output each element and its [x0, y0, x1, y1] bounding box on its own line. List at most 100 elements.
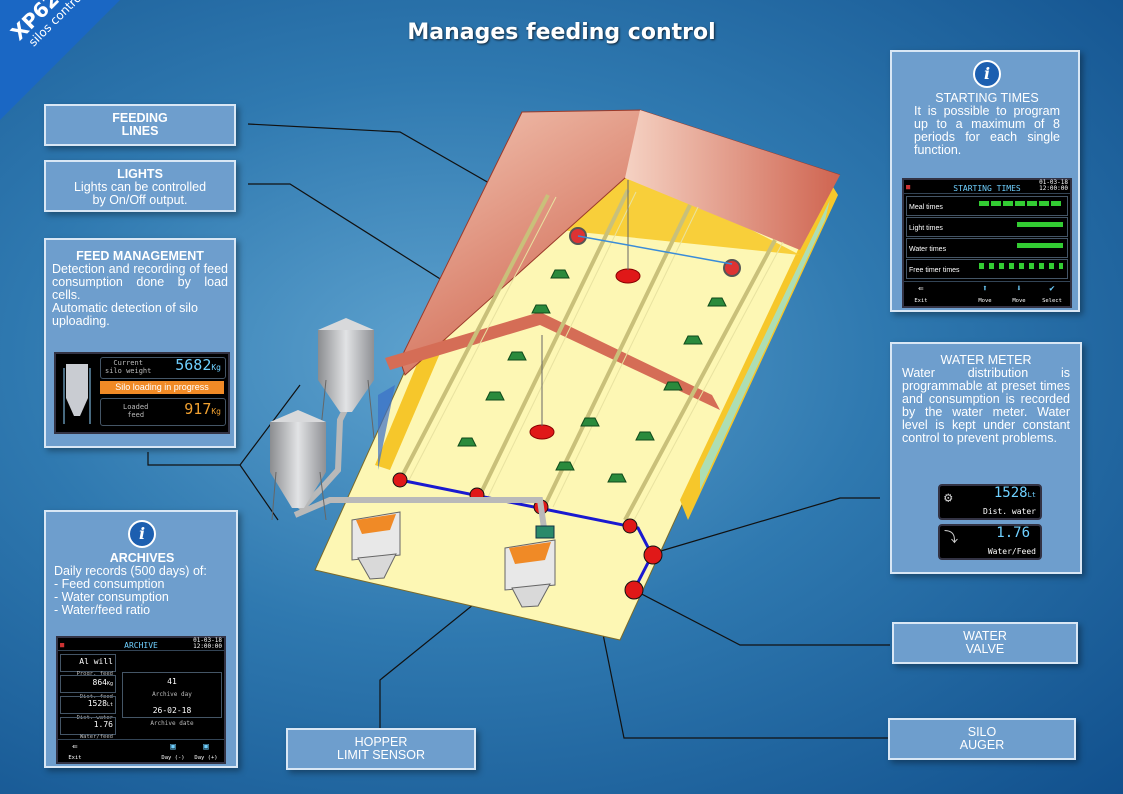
check-icon: ✔	[1049, 284, 1055, 294]
light-times-row[interactable]: Light times	[906, 217, 1068, 237]
starting-times-screen-title: STARTING TIMES	[953, 184, 1021, 193]
archive-water-feed-label: Water/feed	[79, 734, 113, 740]
barn-roof-right	[625, 110, 840, 250]
exit-icon: ⇚	[918, 284, 924, 294]
barn-gable	[540, 178, 800, 255]
water-feed-value: 1.76	[996, 525, 1030, 541]
starting-times-header: ■ STARTING TIMES 01-03-18 12:00:00	[904, 180, 1070, 194]
archive-dist-water-unit: Lt	[106, 702, 113, 708]
starting-times-exit-button[interactable]: ⇚ Exit	[906, 284, 936, 308]
feed-management-title: FEED MANAGEMENT	[76, 249, 204, 263]
barn-window-right	[700, 200, 830, 490]
archive-day-minus-label: Day (-)	[161, 755, 185, 761]
move-down-label: Move	[1012, 298, 1026, 304]
auger-pipe	[293, 497, 548, 536]
winch-cable	[577, 235, 733, 265]
select-button[interactable]: ✔ Select	[1037, 284, 1067, 308]
current-weight-value: 5682	[175, 356, 212, 374]
move-up-button[interactable]: ⬆ Move	[970, 284, 1000, 308]
loaded-feed-value: 917	[184, 400, 212, 418]
feed-management-text: Detection and recording of feed consumpt…	[52, 262, 228, 302]
water-valve-title: WATER	[963, 629, 1007, 643]
archive-day-plus-label: Day (+)	[194, 755, 218, 761]
archive-dist-water-value: 1528	[87, 699, 107, 708]
archive-dist-feed-label: Dist. feed	[79, 694, 113, 700]
silo-weight-screen: Current silo weight 5682Kg Silo loading …	[54, 352, 230, 434]
silo-front	[270, 410, 327, 521]
meal-times-row[interactable]: Meal times	[906, 196, 1068, 216]
archives-intro: Daily records (500 days) of:	[54, 564, 207, 578]
ratio-icon: ⤵	[944, 530, 958, 546]
lamp-cables	[541, 180, 629, 426]
archive-day-minus-button[interactable]: ▣ Day (-)	[158, 742, 188, 761]
water-meter-label: Dist. water	[983, 507, 1036, 516]
info-icon: i	[973, 60, 1001, 88]
feeding-lines-box: FEEDING LINES	[44, 104, 236, 146]
water-feed-screen: ⤵ 1.76 Water/Feed	[938, 524, 1042, 560]
lights-text-2: by On/Off output.	[92, 193, 188, 207]
archive-day-value: 41	[167, 677, 177, 686]
flag-icon: ■	[60, 641, 65, 649]
barn-truss	[385, 312, 720, 410]
hopper-2	[504, 525, 556, 608]
starting-times-button-bar: ⇚ Exit ⬆ Move ⬇ Move ✔ Select	[904, 281, 1070, 306]
starting-times-text: It is possible to program up to a maximu…	[914, 104, 1060, 157]
water-times-row[interactable]: Water times	[906, 238, 1068, 258]
water-points	[392, 472, 663, 600]
water-valve-box: WATER VALVE	[892, 622, 1078, 664]
lights-lamps	[529, 268, 641, 440]
meal-times-label: Meal times	[909, 204, 943, 211]
lights-title: LIGHTS	[117, 167, 163, 181]
light-times-bars	[1017, 222, 1063, 227]
move-down-button[interactable]: ⬇ Move	[1004, 284, 1034, 308]
archives-item-ratio: - Water/feed ratio	[54, 603, 151, 617]
archive-water-feed-value: 1.76	[93, 720, 113, 729]
archive-button-bar: ⇚ Exit ▣ Day (-) ▣ Day (+)	[58, 739, 224, 762]
calendar-minus-icon: ▣	[170, 742, 176, 752]
calendar-plus-icon: ▣	[203, 742, 209, 752]
archive-screen-header: ■ ARCHIVE 01-03-18 12:00:00	[58, 638, 224, 651]
feeders	[457, 269, 727, 483]
archives-item-feed: - Feed consumption	[54, 577, 165, 591]
info-icon: i	[128, 520, 156, 548]
archives-title: ARCHIVES	[109, 551, 175, 565]
leader-water-valve	[633, 589, 890, 646]
water-tap-icon: ⚙	[944, 490, 953, 506]
archive-progr-feed-value: Al will	[79, 657, 113, 666]
archive-dist-feed-value: 864	[92, 678, 107, 687]
feed-management-text-2: Automatic detection of silo uploading.	[52, 301, 198, 328]
loaded-feed-label: Loaded	[123, 403, 149, 411]
archive-dist-water-label: Dist. water	[76, 715, 113, 721]
current-weight-row: Current silo weight 5682Kg	[100, 357, 226, 379]
current-weight-label: Current	[113, 359, 143, 367]
archive-water-feed: 1.76 Water/feed	[60, 717, 116, 740]
silo-auger-box: SILO AUGER	[888, 718, 1076, 760]
feeding-lines-title-2: LINES	[121, 124, 159, 138]
leader-feed-management-2	[239, 464, 279, 521]
page-title: Manages feeding control	[407, 20, 716, 45]
water-meter-screen: ⚙ 1528Lt Dist. water	[938, 484, 1042, 520]
archive-day-panel: 41 Archive day 26-02-18 Archive date	[122, 672, 222, 727]
hopper-title-2: LIMIT SENSOR	[337, 748, 425, 762]
lights-box: LIGHTS Lights can be controlled by On/Of…	[44, 160, 236, 212]
archive-exit-button[interactable]: ⇚ Exit	[60, 742, 90, 761]
water-valve-title-2: VALVE	[965, 642, 1005, 656]
water-meter-unit: Lt	[1027, 491, 1036, 499]
archive-day-plus-button[interactable]: ▣ Day (+)	[191, 742, 221, 761]
free-timer-row[interactable]: Free timer times	[906, 259, 1068, 279]
starting-times-exit-label: Exit	[914, 298, 928, 304]
starting-times-date: 01-03-18	[1039, 179, 1068, 186]
current-weight-label-2: silo weight	[105, 367, 152, 375]
hopper-1	[351, 511, 401, 580]
loaded-feed-row: Loaded feed 917Kg	[100, 398, 226, 426]
arrow-up-icon: ⬆	[982, 284, 988, 294]
water-meter-text: Water distribution is programmable at pr…	[902, 366, 1070, 445]
arrow-down-icon: ⬇	[1016, 284, 1022, 294]
lights-text: Lights can be controlled	[73, 180, 207, 194]
barn-window-left	[378, 385, 395, 470]
water-times-label: Water times	[909, 246, 947, 253]
loaded-feed-label-2: feed	[127, 411, 145, 419]
water-times-bars	[1017, 243, 1063, 248]
archive-screen-title: ARCHIVE	[124, 641, 158, 650]
